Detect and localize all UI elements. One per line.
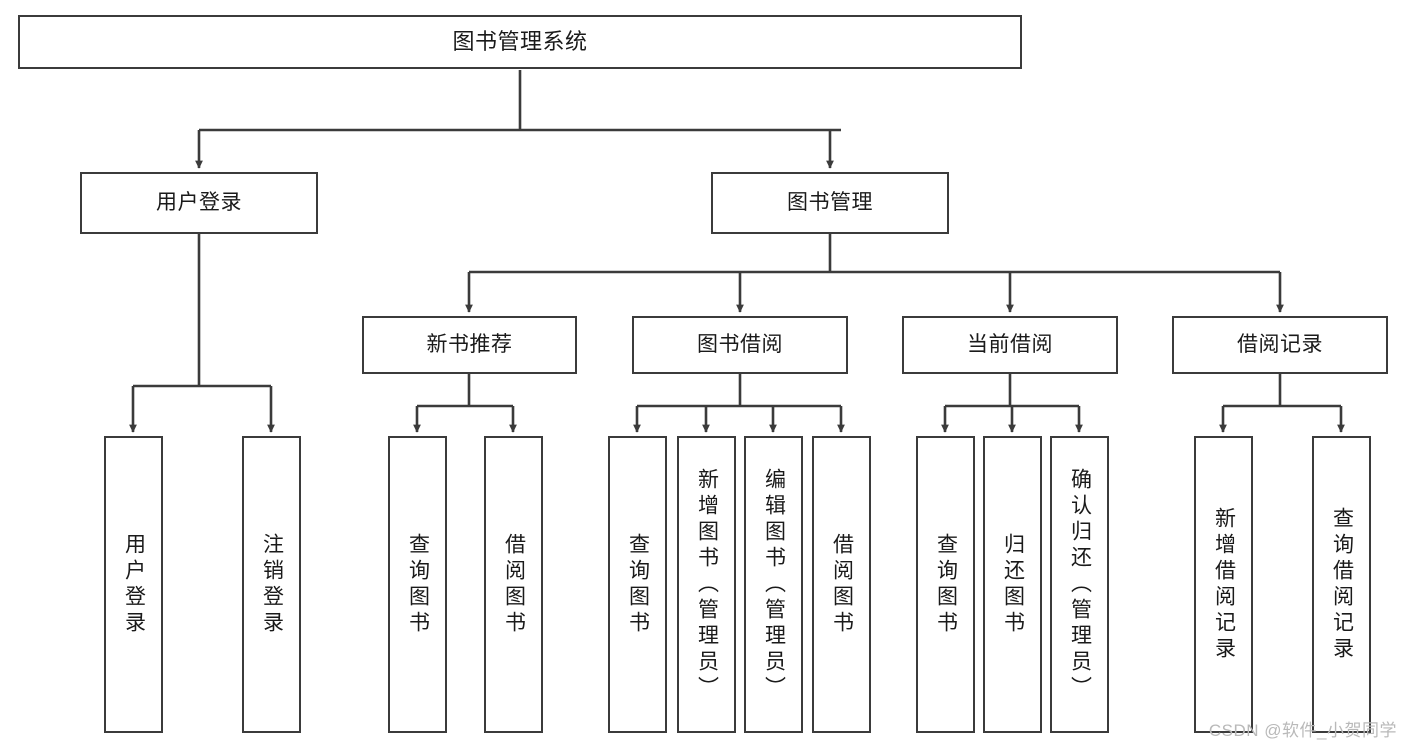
node-leaf-borrow-book-a-label: 借阅图书 [502, 532, 526, 637]
node-leaf-user-login[interactable]: 用户登录 [104, 436, 163, 733]
node-new-book-recommend-label: 新书推荐 [426, 332, 513, 356]
node-new-book-recommend[interactable]: 新书推荐 [362, 316, 577, 374]
node-leaf-query-book-a[interactable]: 查询图书 [388, 436, 447, 733]
node-leaf-confirm-return-label: 确认归还（管理员） [1068, 467, 1092, 702]
node-leaf-query-record[interactable]: 查询借阅记录 [1312, 436, 1371, 733]
node-root-label: 图书管理系统 [452, 29, 588, 55]
node-leaf-query-book-b-label: 查询图书 [626, 532, 650, 637]
node-leaf-add-book[interactable]: 新增图书（管理员） [677, 436, 736, 733]
node-leaf-logout[interactable]: 注销登录 [242, 436, 301, 733]
node-leaf-return-book-label: 归还图书 [1001, 532, 1025, 637]
node-current-borrow[interactable]: 当前借阅 [902, 316, 1118, 374]
node-leaf-user-login-label: 用户登录 [122, 532, 146, 637]
node-leaf-query-book-c[interactable]: 查询图书 [916, 436, 975, 733]
node-leaf-borrow-book-b-label: 借阅图书 [830, 532, 854, 637]
watermark-text: CSDN @软件_小贺同学 [1208, 721, 1397, 740]
node-current-borrow-label: 当前借阅 [967, 332, 1053, 356]
node-leaf-logout-label: 注销登录 [260, 532, 284, 637]
node-book-borrow-label: 图书借阅 [697, 332, 783, 356]
node-book-manage-label: 图书管理 [787, 190, 873, 214]
node-leaf-query-record-label: 查询借阅记录 [1330, 506, 1354, 663]
node-leaf-return-book[interactable]: 归还图书 [983, 436, 1042, 733]
node-root[interactable]: 图书管理系统 [18, 15, 1022, 69]
node-leaf-edit-book-label: 编辑图书（管理员） [762, 467, 786, 702]
node-leaf-add-record[interactable]: 新增借阅记录 [1194, 436, 1253, 733]
node-user-login[interactable]: 用户登录 [80, 172, 318, 234]
node-leaf-confirm-return[interactable]: 确认归还（管理员） [1050, 436, 1109, 733]
node-leaf-query-book-c-label: 查询图书 [934, 532, 958, 637]
node-leaf-add-record-label: 新增借阅记录 [1212, 506, 1236, 663]
node-leaf-borrow-book-b[interactable]: 借阅图书 [812, 436, 871, 733]
node-leaf-borrow-book-a[interactable]: 借阅图书 [484, 436, 543, 733]
node-leaf-query-book-b[interactable]: 查询图书 [608, 436, 667, 733]
node-book-borrow[interactable]: 图书借阅 [632, 316, 848, 374]
node-borrow-record-label: 借阅记录 [1237, 332, 1323, 356]
node-book-manage[interactable]: 图书管理 [711, 172, 949, 234]
node-leaf-query-book-a-label: 查询图书 [406, 532, 430, 637]
node-leaf-edit-book[interactable]: 编辑图书（管理员） [744, 436, 803, 733]
node-user-login-label: 用户登录 [156, 190, 242, 214]
node-borrow-record[interactable]: 借阅记录 [1172, 316, 1388, 374]
node-leaf-add-book-label: 新增图书（管理员） [695, 467, 719, 702]
